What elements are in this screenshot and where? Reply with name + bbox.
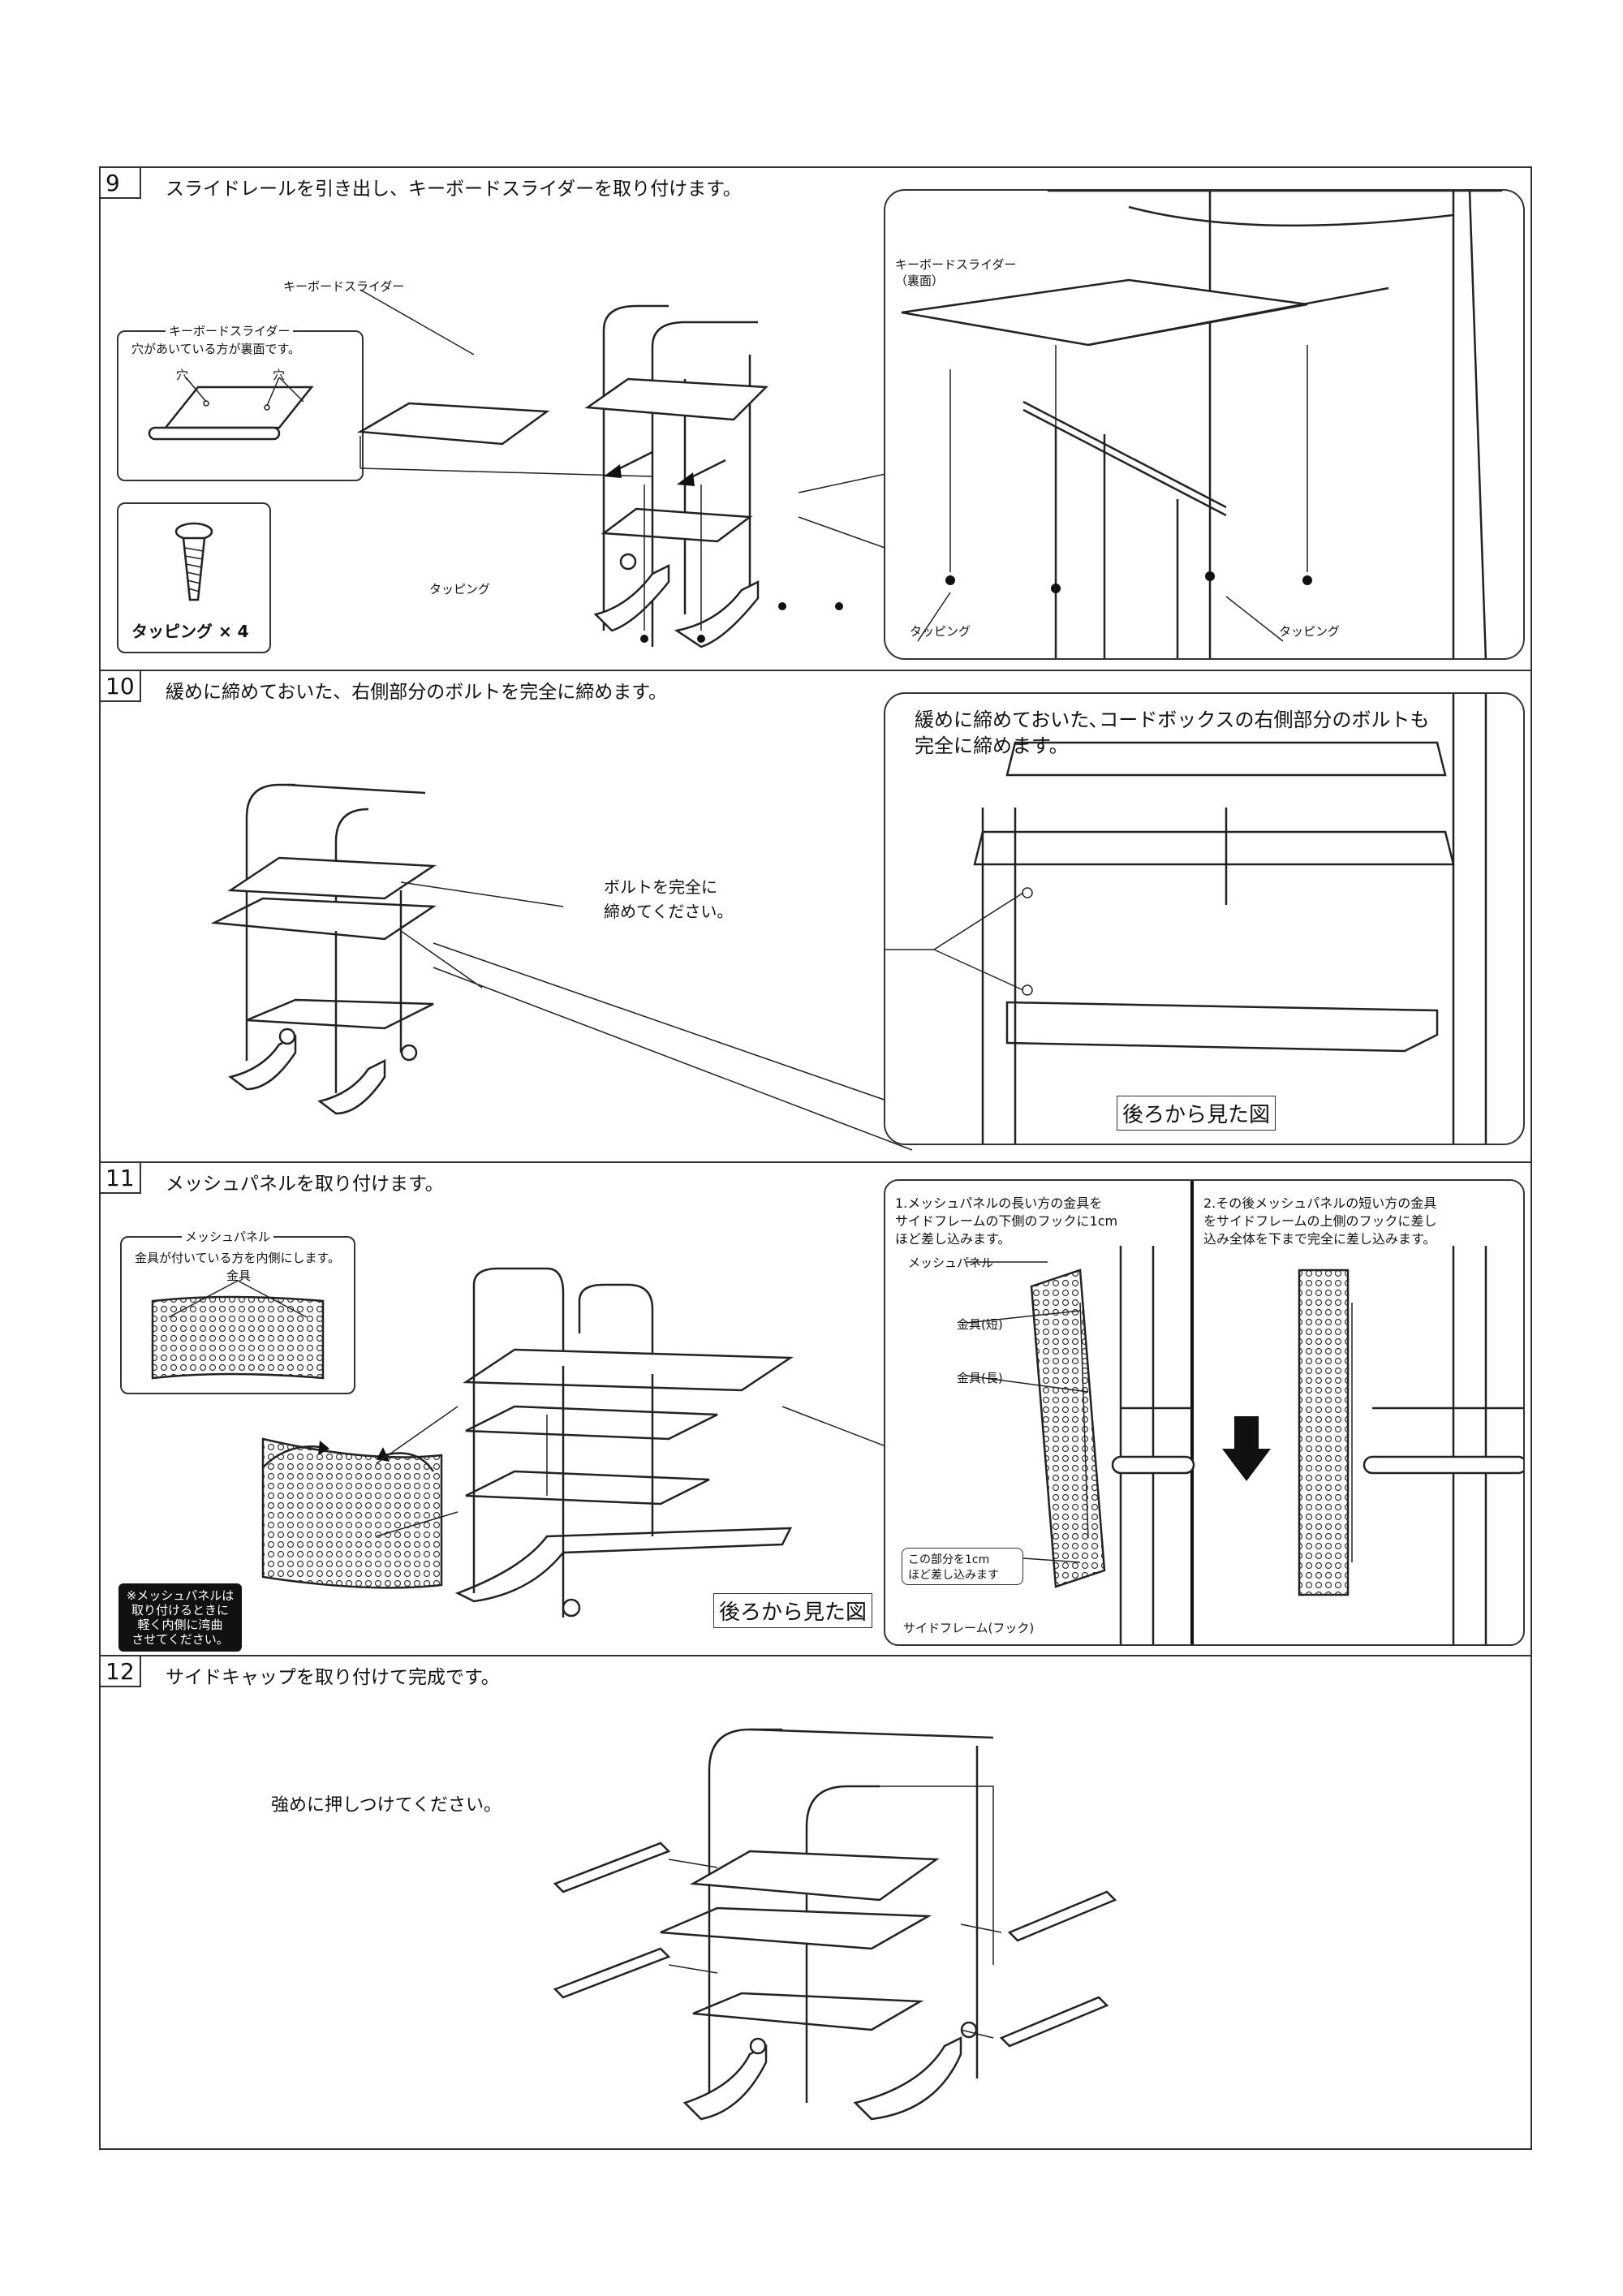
slider-label: キーボードスライダー <box>283 279 405 294</box>
mesh-warning: ※メッシュパネルは 取り付けるときに 軽く内側に湾曲 させてください。 <box>118 1583 242 1652</box>
slider-inset-drawing <box>148 377 314 441</box>
screw-icon <box>174 522 213 601</box>
step-10: 10 緩めに締めておいた、右側部分のボルトを完全に締めます。 ボルトを完全に 締… <box>99 670 1532 1161</box>
step-title: メッシュパネルを取り付けます。 <box>166 1174 444 1195</box>
mesh-panel-label: メッシュパネル <box>908 1256 994 1270</box>
step-number: 9 <box>101 168 141 199</box>
inset-note: 穴があいている方が裏面です。 <box>131 342 301 356</box>
screw-count: タッピング × 4 <box>131 622 249 641</box>
step2-line1: 2.その後メッシュパネルの短い方の金具 <box>1203 1195 1437 1211</box>
inset-title: メッシュパネル <box>182 1228 274 1245</box>
step-title: 緩めに締めておいた、右側部分のボルトを完全に締めます。 <box>166 682 668 703</box>
rear-view-tag: 後ろから見た図 <box>1117 1096 1276 1131</box>
step-9: 9 スライドレールを引き出し、キーボードスライダーを取り付けます。 キーボードス… <box>99 166 1532 670</box>
detail-note-line1: 緩めに締めておいた､コードボックスの右側部分のボルトも <box>915 709 1430 731</box>
warning-line2: 取り付けるときに <box>131 1603 229 1618</box>
step10-assembly <box>210 783 913 1151</box>
step11-detail-drawing <box>966 1181 1523 1644</box>
step-12: 12 サイドキャップを取り付けて完成です。 強めに押しつけてください。 <box>99 1655 1532 2150</box>
side-frame-label: サイドフレーム(フック) <box>903 1621 1035 1635</box>
detail-back-label: （裏面） <box>895 274 945 288</box>
insert-line2: ほど差し込みます <box>908 1569 999 1582</box>
step1-line2: サイドフレームの下側のフックに1cm <box>895 1213 1118 1229</box>
inset-fitting: 金具 <box>226 1269 252 1283</box>
step2-line2: をサイドフレームの上側のフックに差し <box>1203 1213 1437 1229</box>
warning-line3: 軽く内側に湾曲 <box>137 1618 223 1632</box>
step11-assembly <box>376 1267 889 1618</box>
hole-label-a: 穴 <box>176 368 189 382</box>
step2-line3: 込み全体を下まで完全に差し込みます。 <box>1203 1231 1436 1247</box>
step-11: 11 メッシュパネルを取り付けます。 メッシュパネル 金具が付いている方を内側に… <box>99 1161 1532 1655</box>
hole-label-b: 穴 <box>273 368 286 382</box>
detail-tapping-right: タッピング <box>1279 624 1341 639</box>
insert-note-box <box>902 1548 1023 1585</box>
fitting-long-label: 金具(長) <box>957 1371 1003 1385</box>
step-number: 10 <box>101 671 141 702</box>
step12-assembly <box>553 1728 1117 2121</box>
step11-detail: 1.メッシュパネルの長い方の金具を サイドフレームの下側のフックに1cm ほど差… <box>884 1179 1525 1646</box>
insert-line1: この部分を1cm <box>908 1553 990 1566</box>
press-note: 強めに押しつけてください。 <box>271 1795 502 1816</box>
tapping-label: タッピング <box>429 582 491 597</box>
warning-line1: ※メッシュパネルは <box>126 1588 235 1603</box>
step10-detail-drawing <box>885 694 1487 1144</box>
fitting-short-label: 金具(短) <box>957 1317 1003 1332</box>
inset-note: 金具が付いている方を内側にします。 <box>135 1251 341 1265</box>
step-number: 12 <box>101 1656 141 1687</box>
step9-detail: キーボードスライダー （裏面） タッピング タッピング <box>884 189 1525 660</box>
step1-line1: 1.メッシュパネルの長い方の金具を <box>895 1195 1103 1211</box>
warning-line4: させてください。 <box>131 1632 229 1647</box>
detail-tapping-left: タッピング <box>910 624 971 639</box>
step-number: 11 <box>101 1163 141 1194</box>
bolt-note-line1: ボルトを完全に <box>604 877 717 897</box>
step-title: スライドレールを引き出し、キーボードスライダーを取り付けます。 <box>166 179 742 200</box>
step1-line3: ほど差し込みます。 <box>895 1231 1011 1247</box>
inset-title: キーボードスライダー <box>166 322 294 339</box>
detail-slider-label: キーボードスライダー <box>895 257 1017 272</box>
step-title: サイドキャップを取り付けて完成です。 <box>166 1667 500 1688</box>
rear-view-tag: 後ろから見た図 <box>713 1593 873 1628</box>
step9-assembly <box>356 289 913 648</box>
step9-detail-drawing <box>901 191 1502 658</box>
bolt-note-line2: 締めてください。 <box>604 902 734 921</box>
detail-note-line2: 完全に締めます。 <box>915 734 1069 757</box>
mesh-panel-drawing <box>261 1437 443 1589</box>
step10-detail: 緩めに締めておいた､コードボックスの右側部分のボルトも 完全に締めます。 後ろか… <box>884 692 1525 1145</box>
mesh-inset-drawing <box>151 1280 325 1380</box>
